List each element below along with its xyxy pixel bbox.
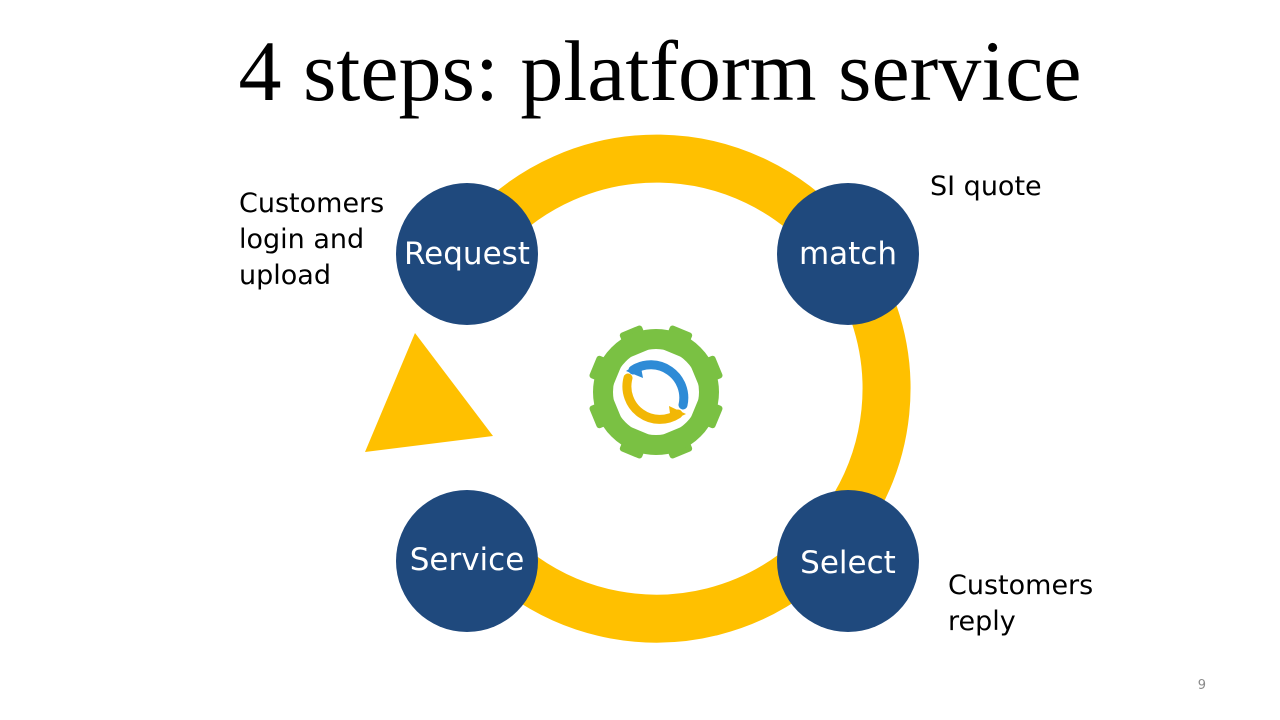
note-match-line: SI quote — [930, 171, 1042, 202]
note-request-line: Customers — [239, 188, 385, 219]
cycle-ring — [441, 134, 911, 643]
note-select-line: reply — [948, 606, 1016, 637]
step-label-match: match — [799, 236, 897, 272]
note-select: Customers reply — [948, 568, 1093, 640]
note-match: SI quote — [930, 169, 1042, 205]
cycle-arrowhead — [365, 333, 493, 452]
step-node-match: match — [777, 183, 919, 325]
note-request-line: login and — [239, 224, 365, 255]
step-label-request: Request — [404, 236, 530, 272]
step-label-service: Service — [410, 542, 525, 578]
note-select-line: Customers — [948, 570, 1094, 601]
gear-cycle-icon — [589, 325, 723, 459]
note-request-line: upload — [239, 260, 331, 291]
step-label-select: Select — [800, 545, 896, 581]
note-request: Customers login and upload — [239, 186, 384, 294]
step-node-request: Request — [396, 183, 538, 325]
step-node-select: Select — [777, 490, 919, 632]
slide-title: 4 steps: platform service — [238, 23, 1082, 119]
page-number: 9 — [1197, 678, 1206, 693]
step-node-service: Service — [396, 490, 538, 632]
